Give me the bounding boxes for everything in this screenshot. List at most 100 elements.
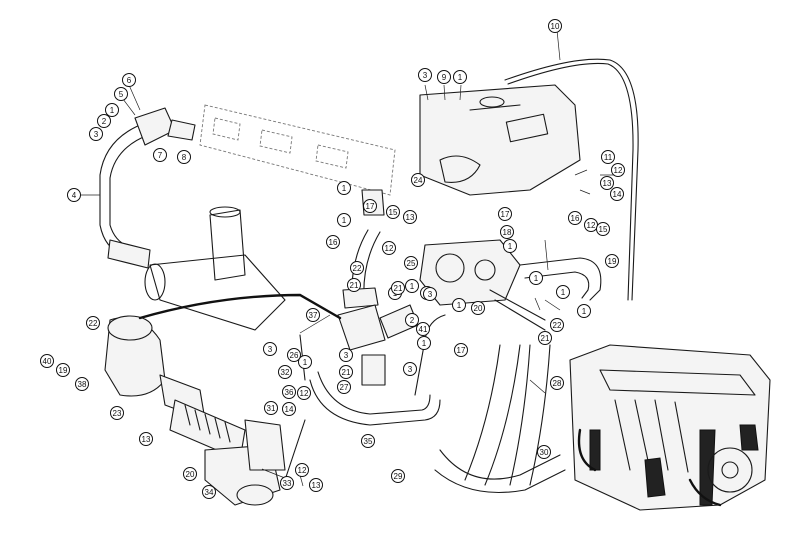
- callout-1: 1: [453, 70, 467, 84]
- callout-3: 3: [418, 68, 432, 82]
- stay-rod: [284, 419, 306, 481]
- callout-number: 17: [501, 210, 510, 219]
- callout-number: 12: [385, 244, 394, 253]
- callout-number: 22: [89, 319, 98, 328]
- callout-number: 16: [571, 214, 580, 223]
- callout-number: 1: [110, 106, 115, 115]
- callout-3: 3: [423, 287, 437, 301]
- callout-number: 2: [410, 316, 415, 325]
- callout-30: 30: [537, 445, 551, 459]
- callout-number: 37: [309, 311, 318, 320]
- callout-number: 29: [394, 472, 403, 481]
- callout-number: 27: [340, 383, 349, 392]
- callout-number: 5: [119, 90, 124, 99]
- coolant-hose-left: [99, 107, 196, 269]
- callout-number: 33: [283, 479, 292, 488]
- exhaust-silencer: [144, 206, 286, 331]
- callout-number: 32: [281, 368, 290, 377]
- callout-14: 14: [610, 187, 624, 201]
- thermostat-housing: [419, 239, 521, 306]
- exhaust-elbow-pipes: [434, 344, 566, 493]
- callout-2: 2: [405, 313, 419, 327]
- callout-number: 14: [285, 405, 294, 414]
- callout-3: 3: [339, 348, 353, 362]
- callout-number: 1: [342, 216, 347, 225]
- callout-7: 7: [153, 148, 167, 162]
- callout-number: 40: [43, 357, 52, 366]
- engine-illustration: [569, 344, 771, 511]
- callout-12: 12: [295, 463, 309, 477]
- callout-1: 1: [417, 336, 431, 350]
- callout-32: 32: [278, 365, 292, 379]
- callout-16: 16: [326, 235, 340, 249]
- callout-8: 8: [177, 150, 191, 164]
- callout-17: 17: [454, 343, 468, 357]
- callout-36: 36: [282, 385, 296, 399]
- callout-number: 10: [551, 22, 560, 31]
- callout-number: 3: [94, 130, 99, 139]
- callout-15: 15: [386, 205, 400, 219]
- callout-10: 10: [548, 19, 562, 33]
- callout-1: 1: [105, 103, 119, 117]
- callout-number: 7: [158, 151, 163, 160]
- callout-number: 15: [599, 225, 608, 234]
- callout-12: 12: [382, 241, 396, 255]
- callout-34: 34: [202, 485, 216, 499]
- callout-1: 1: [452, 298, 466, 312]
- callout-number: 31: [267, 404, 276, 413]
- callout-21: 21: [339, 365, 353, 379]
- callout-12: 12: [297, 386, 311, 400]
- callout-number: 22: [553, 321, 562, 330]
- callout-11: 11: [601, 150, 615, 164]
- callout-1: 1: [529, 271, 543, 285]
- callout-17: 17: [498, 207, 512, 221]
- callout-number: 12: [298, 466, 307, 475]
- callout-number: 12: [587, 221, 596, 230]
- callout-20: 20: [471, 301, 485, 315]
- callout-3: 3: [263, 342, 277, 356]
- callout-number: 22: [353, 264, 362, 273]
- callout-number: 2: [102, 117, 107, 126]
- callout-number: 21: [394, 284, 403, 293]
- callout-number: 21: [541, 334, 550, 343]
- callout-2: 2: [97, 114, 111, 128]
- callout-number: 15: [389, 208, 398, 217]
- callout-number: 1: [582, 307, 587, 316]
- callout-3: 3: [403, 362, 417, 376]
- callout-number: 20: [474, 304, 483, 313]
- callout-number: 3: [428, 290, 433, 299]
- callout-number: 12: [300, 389, 309, 398]
- callout-number: 17: [366, 202, 375, 211]
- callout-1: 1: [405, 279, 419, 293]
- callout-1: 1: [337, 181, 351, 195]
- callout-number: 1: [458, 73, 463, 82]
- callout-number: 20: [186, 470, 195, 479]
- breather-pipe: [504, 58, 639, 301]
- callout-number: 13: [142, 435, 151, 444]
- callout-35: 35: [361, 434, 375, 448]
- callout-number: 28: [553, 379, 562, 388]
- breather-pipe-inner: [507, 62, 634, 301]
- callout-40: 40: [40, 354, 54, 368]
- callout-27: 27: [337, 380, 351, 394]
- callout-23: 23: [110, 406, 124, 420]
- callout-9: 9: [437, 70, 451, 84]
- callout-20: 20: [183, 467, 197, 481]
- callout-22: 22: [350, 261, 364, 275]
- callout-12: 12: [584, 218, 598, 232]
- callout-number: 34: [205, 488, 214, 497]
- callout-22: 22: [550, 318, 564, 332]
- callout-13: 13: [600, 176, 614, 190]
- callout-21: 21: [391, 281, 405, 295]
- callout-24: 24: [411, 173, 425, 187]
- callout-number: 14: [613, 190, 622, 199]
- callout-1: 1: [577, 304, 591, 318]
- callout-3: 3: [89, 127, 103, 141]
- callout-1: 1: [337, 213, 351, 227]
- callout-17: 17: [363, 199, 377, 213]
- callout-number: 1: [534, 274, 539, 283]
- callout-6: 6: [122, 73, 136, 87]
- callout-number: 3: [408, 365, 413, 374]
- header-tank: [419, 84, 581, 196]
